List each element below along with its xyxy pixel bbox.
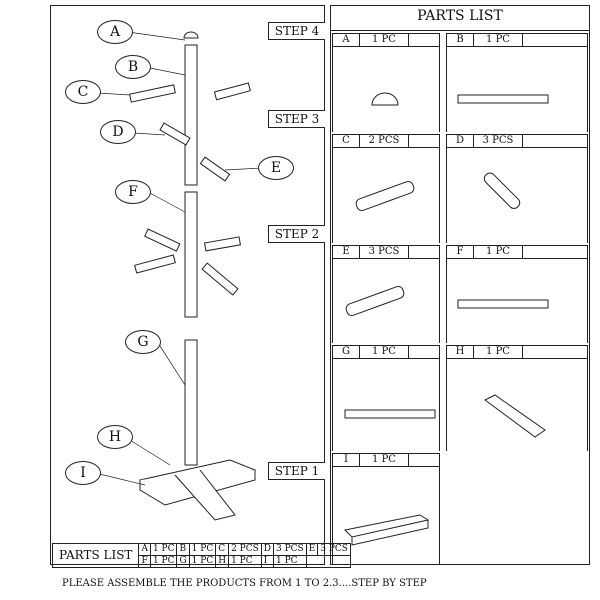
part-image-cell <box>446 259 588 343</box>
divider <box>330 30 590 31</box>
part-image-cell <box>332 47 440 132</box>
part-image-cell <box>446 359 588 451</box>
part-qty: 1 PC <box>360 454 409 466</box>
callout-f: F <box>115 180 151 204</box>
parts-list-title: PARTS LIST <box>417 8 503 24</box>
bottom-table-title: PARTS LIST <box>51 543 140 568</box>
part-letter: A <box>333 34 360 46</box>
part-image-cell <box>332 259 440 343</box>
part-qty: 1 PC <box>474 34 523 46</box>
part-letter: H <box>447 346 474 358</box>
part-g-drawing <box>344 409 436 419</box>
part-qty: 1 PC <box>474 346 523 358</box>
callout-c: C <box>65 80 101 104</box>
part-letter: B <box>447 34 474 46</box>
part-qty: 1 PC <box>360 34 409 46</box>
callout-e: E <box>258 156 294 180</box>
step-3-label: STEP 3 <box>268 110 325 128</box>
callout-a: A <box>97 20 133 44</box>
part-letter: E <box>333 246 360 258</box>
part-f-drawing <box>457 299 549 309</box>
part-image-cell <box>332 359 440 451</box>
footer-instruction: PLEASE ASSEMBLE THE PRODUCTS FROM 1 TO 2… <box>62 578 427 589</box>
callout-b: B <box>115 55 151 79</box>
parts-list-panel <box>330 5 590 565</box>
part-qty: 3 PCS <box>360 246 409 258</box>
callout-d: D <box>100 120 136 144</box>
part-image-cell <box>446 148 588 243</box>
step-4-label: STEP 4 <box>268 22 325 40</box>
part-b-drawing <box>457 94 549 104</box>
part-h-drawing <box>484 394 546 438</box>
cell-letter: G <box>176 555 190 568</box>
part-letter: F <box>447 246 474 258</box>
callout-h: H <box>97 425 133 449</box>
part-e-drawing <box>345 286 405 316</box>
part-letter: I <box>333 454 360 466</box>
part-i-drawing <box>343 514 430 546</box>
empty-cell <box>305 555 351 568</box>
part-qty: 1 PC <box>360 346 409 358</box>
step-2-label: STEP 2 <box>268 225 325 243</box>
part-image-cell <box>332 467 440 565</box>
part-a-drawing <box>371 92 399 106</box>
step-1-label: STEP 1 <box>268 462 325 480</box>
callout-i: I <box>65 461 101 485</box>
part-c-drawing <box>355 181 415 211</box>
cell-qty: 1 PC <box>188 555 217 568</box>
part-qty: 3 PCS <box>474 135 523 147</box>
part-image-cell <box>332 148 440 243</box>
part-letter: D <box>447 135 474 147</box>
cell-letter: I <box>260 555 274 568</box>
callout-g: G <box>125 330 161 354</box>
part-letter: G <box>333 346 360 358</box>
part-d-drawing <box>483 172 521 209</box>
part-qty: 2 PCS <box>360 135 409 147</box>
part-image-cell <box>446 47 588 132</box>
part-qty: 1 PC <box>474 246 523 258</box>
part-letter: C <box>333 135 360 147</box>
